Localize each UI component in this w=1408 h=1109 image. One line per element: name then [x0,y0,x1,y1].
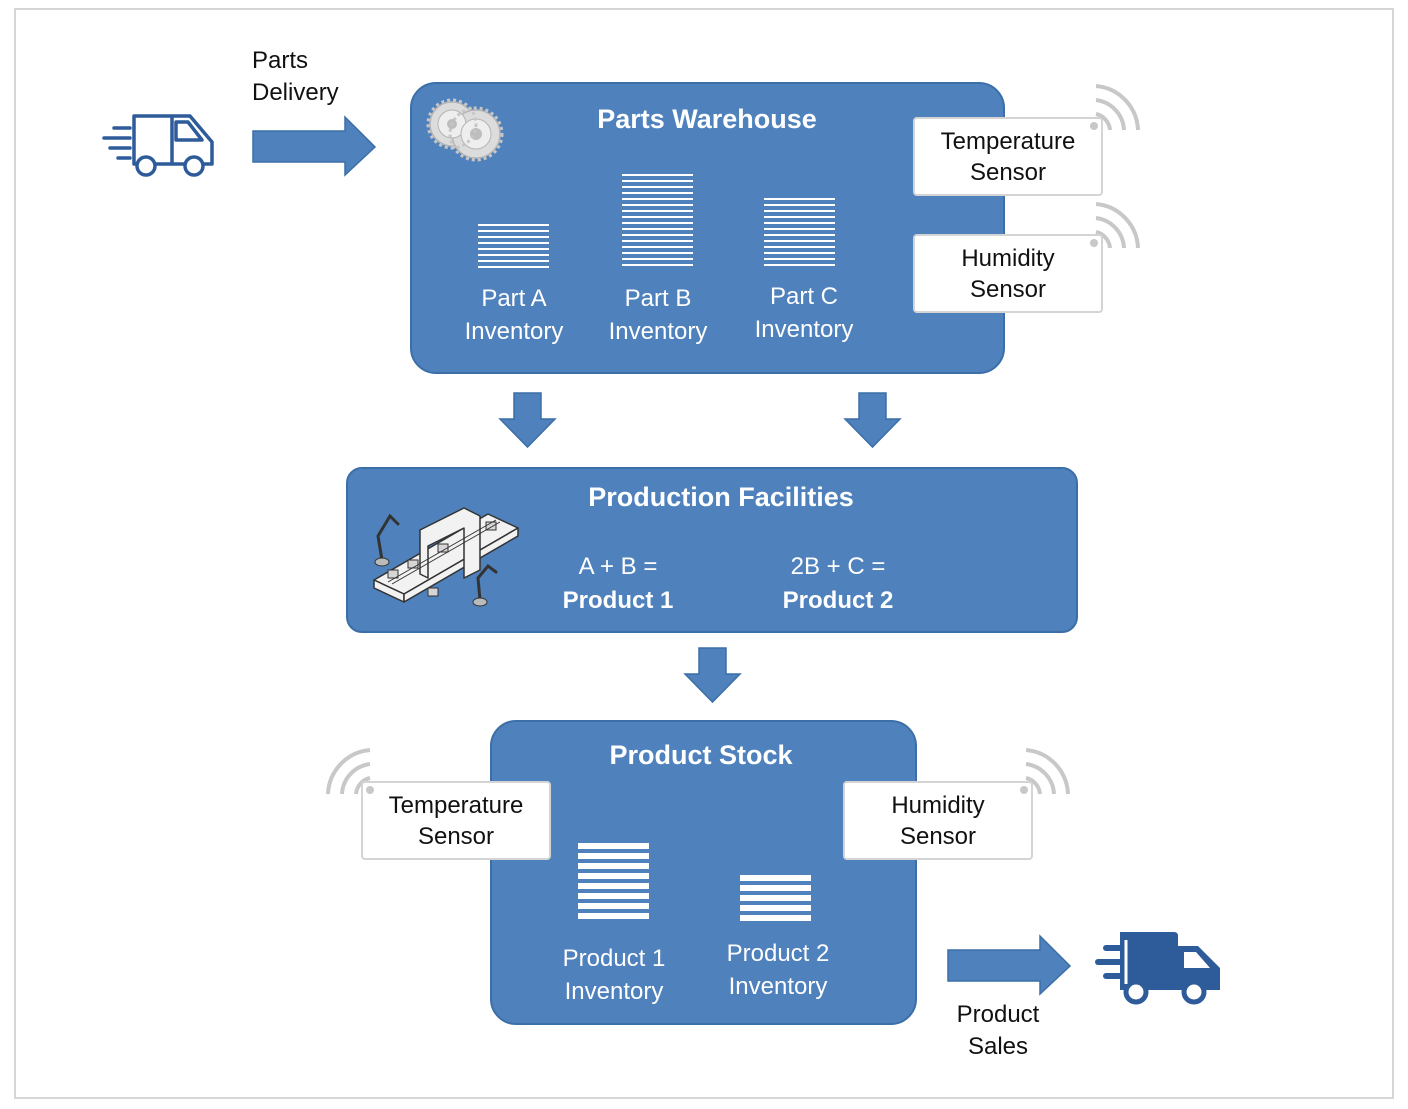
recipe-product-1: A + B = Product 1 [536,550,700,618]
arrow-down-icon [683,647,742,704]
wifi-signal-icon [1095,202,1140,249]
sensor-dot-icon [1090,239,1098,247]
part-c-stack [764,198,835,270]
arrow-down-icon [498,392,557,449]
warehouse-humidity-sensor: Humidity Sensor [913,234,1103,313]
stock-temperature-line1: Temperature [388,791,524,819]
part-c-label: Part C Inventory [734,280,874,346]
part-a-stack [478,224,549,272]
product-1-label: Product 1 Inventory [538,942,690,1008]
arrow-right-icon [947,934,1072,996]
sensor-dot-icon [1090,122,1098,130]
production-facilities-title: Production Facilities [588,482,854,512]
wifi-signal-icon [326,748,371,795]
part-c-line2: Inventory [754,316,854,343]
wifi-signal-icon [1025,748,1070,795]
parts-delivery-line2: Delivery [252,79,339,106]
product-sales-line2: Sales [967,1033,1029,1060]
warehouse-humidity-line2: Sensor [969,275,1047,303]
product-2-label: Product 2 Inventory [702,937,854,1003]
product-1-line2: Inventory [564,978,664,1005]
part-a-line1: Part A [481,285,547,312]
product-stock-box [490,720,917,1025]
product-2-line2: Inventory [728,973,828,1000]
part-b-label: Part B Inventory [588,282,728,348]
warehouse-temperature-sensor: Temperature Sensor [913,117,1103,196]
gears-icon [426,98,504,162]
product-sales-line1: Product [956,1001,1040,1028]
delivery-truck-outline-icon [102,114,214,177]
assembly-line-icon [373,507,519,607]
stock-humidity-line2: Sensor [899,822,977,850]
delivery-truck-solid-icon [1095,932,1220,1005]
sensor-dot-icon [1020,786,1028,794]
part-c-line1: Part C [769,283,838,310]
warehouse-temperature-line1: Temperature [940,127,1076,155]
product-1-line1: Product 1 [562,945,666,972]
recipe-2-formula: 2B + C = [790,553,886,580]
recipe-1-formula: A + B = [578,553,658,580]
recipe-2-product: Product 2 [782,587,894,614]
warehouse-temperature-line2: Sensor [969,158,1047,186]
product-1-stack [578,843,649,923]
wifi-signal-icon [1095,84,1140,131]
parts-delivery-label: Parts Delivery [252,45,339,109]
product-stock-title: Product Stock [609,740,793,770]
part-b-line1: Part B [624,285,692,312]
stock-temperature-line2: Sensor [417,822,495,850]
product-2-line1: Product 2 [726,940,830,967]
arrow-down-icon [843,392,902,449]
warehouse-humidity-line1: Humidity [961,244,1055,272]
recipe-product-2: 2B + C = Product 2 [756,550,920,618]
part-b-line2: Inventory [608,318,708,345]
recipe-1-product: Product 1 [562,587,674,614]
part-a-label: Part A Inventory [444,282,584,348]
parts-delivery-line1: Parts [252,47,309,74]
arrow-right-icon [252,115,377,177]
product-2-stack [740,875,811,925]
diagram-frame [14,8,1394,1099]
part-b-stack [622,174,693,270]
stock-humidity-sensor: Humidity Sensor [843,781,1033,860]
parts-warehouse-title: Parts Warehouse [597,104,817,134]
stock-temperature-sensor: Temperature Sensor [361,781,551,860]
part-a-line2: Inventory [464,318,564,345]
stock-humidity-line1: Humidity [891,791,985,819]
sensor-dot-icon [366,786,374,794]
product-sales-label: Product Sales [936,999,1060,1063]
parts-warehouse-box [410,82,1005,374]
